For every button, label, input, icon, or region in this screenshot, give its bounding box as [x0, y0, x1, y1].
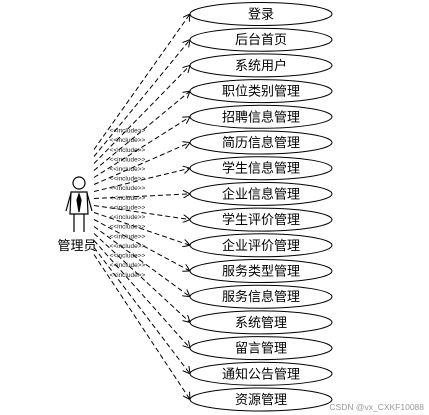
- include-arrow: [93, 205, 190, 220]
- use-case-label: 服务信息管理: [222, 289, 300, 305]
- use-case-label: 职位类别管理: [222, 85, 300, 100]
- use-case: 系统管理: [189, 310, 333, 335]
- include-connectors: <<include>> <<include>> <<include>> <<inclu…: [93, 14, 190, 400]
- use-case-ellipse: [189, 207, 333, 232]
- use-case-label: 学生评价管理: [222, 212, 300, 228]
- use-case-label: 学生信息管理: [222, 161, 300, 177]
- include-label: <<include>>: [110, 137, 146, 144]
- use-case: 企业信息管理: [189, 181, 333, 206]
- use-case-label: 资源管理: [235, 393, 287, 408]
- use-case-ellipse: [189, 27, 333, 52]
- person-icon: [65, 176, 93, 232]
- include-label: <<include>>: [110, 128, 146, 135]
- use-case: 留言管理: [189, 336, 333, 361]
- include-arrow: [93, 194, 190, 199]
- watermark: CSDN @vx_CXKF10088: [329, 402, 424, 412]
- include-label: <<include>>: [110, 156, 146, 163]
- use-case-ellipse: [189, 181, 333, 206]
- use-case: 资源管理: [189, 387, 333, 412]
- use-case-ellipse: [189, 53, 333, 78]
- use-case-ellipse: [189, 79, 333, 104]
- include-arrow: [93, 247, 190, 374]
- use-case-ellipse: [189, 387, 333, 412]
- include-label: <<include>>: [110, 272, 146, 279]
- include-label: <<include>>: [110, 195, 146, 202]
- use-case-ellipse: [189, 336, 333, 361]
- use-case-ellipse: [189, 104, 333, 129]
- actor-figure: 管理员: [57, 176, 97, 254]
- include-arrow: [93, 14, 190, 150]
- use-case-label: 系统管理: [235, 316, 287, 331]
- use-case: 服务类型管理: [189, 259, 333, 283]
- include-arrow: [93, 212, 190, 246]
- include-arrow: [93, 168, 190, 192]
- include-label: <<include>>: [110, 243, 146, 250]
- use-case-ellipse: [189, 259, 333, 283]
- use-case: 简历信息管理: [189, 130, 333, 155]
- use-case-ellipse: [189, 2, 333, 26]
- include-arrow: [93, 91, 190, 171]
- include-arrow: [93, 254, 190, 400]
- include-label: <<include>>: [110, 147, 146, 154]
- use-case-label: 招聘信息管理: [222, 109, 300, 125]
- use-case-label: 留言管理: [235, 342, 287, 357]
- use-case: 服务信息管理: [189, 284, 333, 309]
- use-case: 登录: [189, 2, 333, 26]
- use-case: 学生信息管理: [189, 156, 333, 181]
- include-label: <<include>>: [110, 176, 146, 183]
- use-case-label: 简历信息管理: [222, 135, 300, 151]
- use-case-ellipse: [189, 156, 333, 181]
- use-case-label: 后台首页: [235, 33, 287, 48]
- include-label: <<include>>: [110, 185, 146, 192]
- use-case-label: 服务类型管理: [222, 264, 300, 280]
- use-case: 职位类别管理: [189, 79, 333, 104]
- include-arrow: [93, 117, 190, 178]
- include-arrow: [93, 226, 190, 297]
- use-case-label: 登录: [248, 8, 274, 23]
- include-arrow: [93, 240, 190, 349]
- include-label: <<include>>: [110, 204, 146, 211]
- actor-name: 管理员: [57, 239, 96, 254]
- use-case-ellipse: [189, 130, 333, 155]
- use-case-ellipse: [189, 233, 333, 258]
- use-case-label: 系统用户: [235, 58, 287, 74]
- include-arrow: [93, 40, 190, 157]
- include-label: <<include>>: [110, 214, 146, 221]
- use-case: 学生评价管理: [189, 207, 333, 232]
- use-case-label: 通知公告管理: [222, 366, 300, 382]
- use-case-label: 企业评价管理: [222, 238, 300, 254]
- include-arrow: [93, 219, 190, 272]
- include-arrow: [93, 65, 190, 164]
- use-case-ellipse: [189, 310, 333, 335]
- use-case-label: 企业信息管理: [222, 186, 300, 202]
- include-label: <<include>>: [110, 233, 146, 240]
- use-case: 系统用户: [189, 53, 333, 78]
- use-case-list: 登录后台首页系统用户职位类别管理招聘信息管理简历信息管理学生信息管理企业信息管理…: [189, 2, 333, 412]
- use-case: 后台首页: [189, 27, 333, 52]
- use-case-ellipse: [189, 284, 333, 309]
- include-arrow: [93, 143, 190, 185]
- include-label: <<include>>: [110, 224, 146, 231]
- include-label: <<include>>: [110, 253, 146, 260]
- include-arrow: [93, 233, 190, 323]
- include-label: <<include>>: [110, 262, 146, 269]
- use-case: 招聘信息管理: [189, 104, 333, 129]
- use-case: 通知公告管理: [189, 361, 333, 386]
- use-case-ellipse: [189, 361, 333, 386]
- use-case: 企业评价管理: [189, 233, 333, 258]
